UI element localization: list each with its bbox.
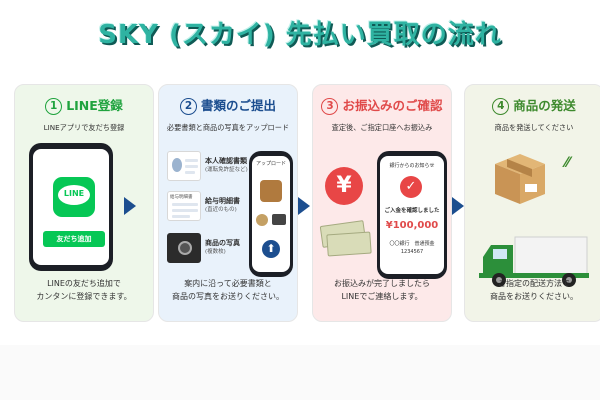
step-2-desc-line: 商品の写真をお送りください。 — [172, 292, 284, 301]
step-1-phone-screen: LINE 友だち追加 — [33, 149, 109, 265]
banknote-icon — [326, 231, 372, 257]
upload-header: アップロード — [255, 161, 286, 167]
step-2-title: 書類のご提出 — [200, 98, 276, 113]
camera-icon — [167, 233, 201, 263]
step-2-desc-line: 案内に沿って必要書類と — [184, 279, 272, 288]
step-1-title: LINE登録 — [66, 98, 123, 113]
step-2-description: 案内に沿って必要書類と 商品の写真をお送りください。 — [159, 277, 297, 303]
doc-photo-row: 商品の写真 (複数枚) — [167, 233, 242, 267]
step-1-number: 1 — [45, 98, 63, 115]
step-1-description: LINEの友だち追加で カンタンに登録できます。 — [15, 277, 153, 303]
account-bank: 〇〇銀行 普通預金 — [389, 241, 435, 247]
payslip-icon: 給与明細書 — [167, 191, 201, 221]
step-3-phone-screen: 銀行からのお知らせ ✓ ご入金を確認しました ¥100,000 〇〇銀行 普通預… — [380, 156, 444, 274]
step-3-description: お振込みが完了しましたら LINEでご連絡します。 — [313, 277, 451, 303]
arrow-right-icon — [124, 197, 136, 215]
doc-payslip-title: 給与明細書 — [205, 197, 240, 205]
doc-photo-note: (複数枚) — [205, 249, 226, 255]
check-icon: ✓ — [400, 176, 422, 198]
step-2-phone: アップロード ⬆ — [249, 151, 293, 277]
account-number: 1234567 — [400, 249, 424, 255]
step-4-number: 4 — [492, 98, 510, 115]
delivery-truck-icon — [479, 233, 591, 289]
deposit-confirm-text: ご入金を確認しました — [384, 208, 440, 214]
step-3-phone: 銀行からのお知らせ ✓ ご入金を確認しました ¥100,000 〇〇銀行 普通預… — [377, 151, 447, 279]
doc-payslip-label: 給与明細書 (直近のもの) — [205, 197, 240, 215]
step-4-desc-line: ご指定の配送方法で — [498, 279, 570, 288]
sparkle-icon: ⁄⁄ — [565, 155, 570, 171]
cardboard-box-icon — [489, 150, 551, 206]
add-friend-button[interactable]: 友だち追加 — [43, 231, 105, 247]
step-4-desc-line: 商品をお送りください。 — [490, 292, 578, 301]
step-2-number: 2 — [179, 98, 197, 115]
bank-notice-header: 銀行からのお知らせ — [389, 163, 435, 169]
step-3-subtitle: 査定後、ご指定口座へお振込み — [331, 123, 433, 132]
line-logo-text: LINE — [63, 189, 85, 198]
deposit-amount: ¥100,000 — [385, 220, 439, 231]
step-3-desc-line: LINEでご連絡します。 — [341, 292, 423, 301]
watch-icon — [256, 214, 268, 226]
doc-id-note: (運転免許証など) — [205, 167, 248, 173]
bottom-area — [0, 345, 600, 400]
id-card-icon — [167, 151, 201, 181]
step-1-subtitle: LINEアプリで友だち登録 — [43, 123, 125, 132]
doc-id-row: 本人確認書類 (運転免許証など) — [167, 151, 248, 185]
step-3-desc-line: お振込みが完了しましたら — [334, 279, 430, 288]
handbag-icon — [260, 180, 282, 202]
step-2-phone-screen: アップロード ⬆ — [252, 156, 290, 272]
payslip-box-text: 給与明細書 — [170, 195, 193, 200]
upload-icon[interactable]: ⬆ — [262, 240, 280, 258]
step-1-desc-line: カンタンに登録できます。 — [36, 292, 132, 301]
arrow-right-icon — [298, 197, 310, 215]
page-title: SKY (スカイ) 先払い買取の流れ — [98, 20, 502, 50]
step-3-number: 3 — [321, 98, 339, 115]
arrow-right-icon — [452, 197, 464, 215]
step-4-title: 商品の発送 — [513, 98, 576, 113]
step-1-phone: LINE 友だち追加 — [29, 143, 113, 271]
step-4-subtitle: 商品を発送してください — [494, 123, 574, 132]
yen-icon: ¥ — [325, 167, 363, 205]
step-3-title: お振込みのご確認 — [342, 98, 443, 113]
doc-payslip-row: 給与明細書 給与明細書 (直近のもの) — [167, 191, 242, 225]
doc-id-label: 本人確認書類 (運転免許証など) — [205, 157, 248, 175]
line-logo-icon: LINE — [53, 177, 95, 217]
step-1-desc-line: LINEの友だち追加で — [47, 279, 121, 288]
camera-small-icon — [272, 214, 286, 225]
doc-photo-label: 商品の写真 (複数枚) — [205, 239, 240, 257]
doc-payslip-note: (直近のもの) — [205, 207, 237, 213]
doc-photo-title: 商品の写真 — [205, 239, 240, 247]
step-2-subtitle: 必要書類と商品の写真をアップロード — [166, 123, 290, 132]
step-4-description: ご指定の配送方法で 商品をお送りください。 — [465, 277, 600, 303]
doc-id-title: 本人確認書類 — [205, 157, 247, 165]
